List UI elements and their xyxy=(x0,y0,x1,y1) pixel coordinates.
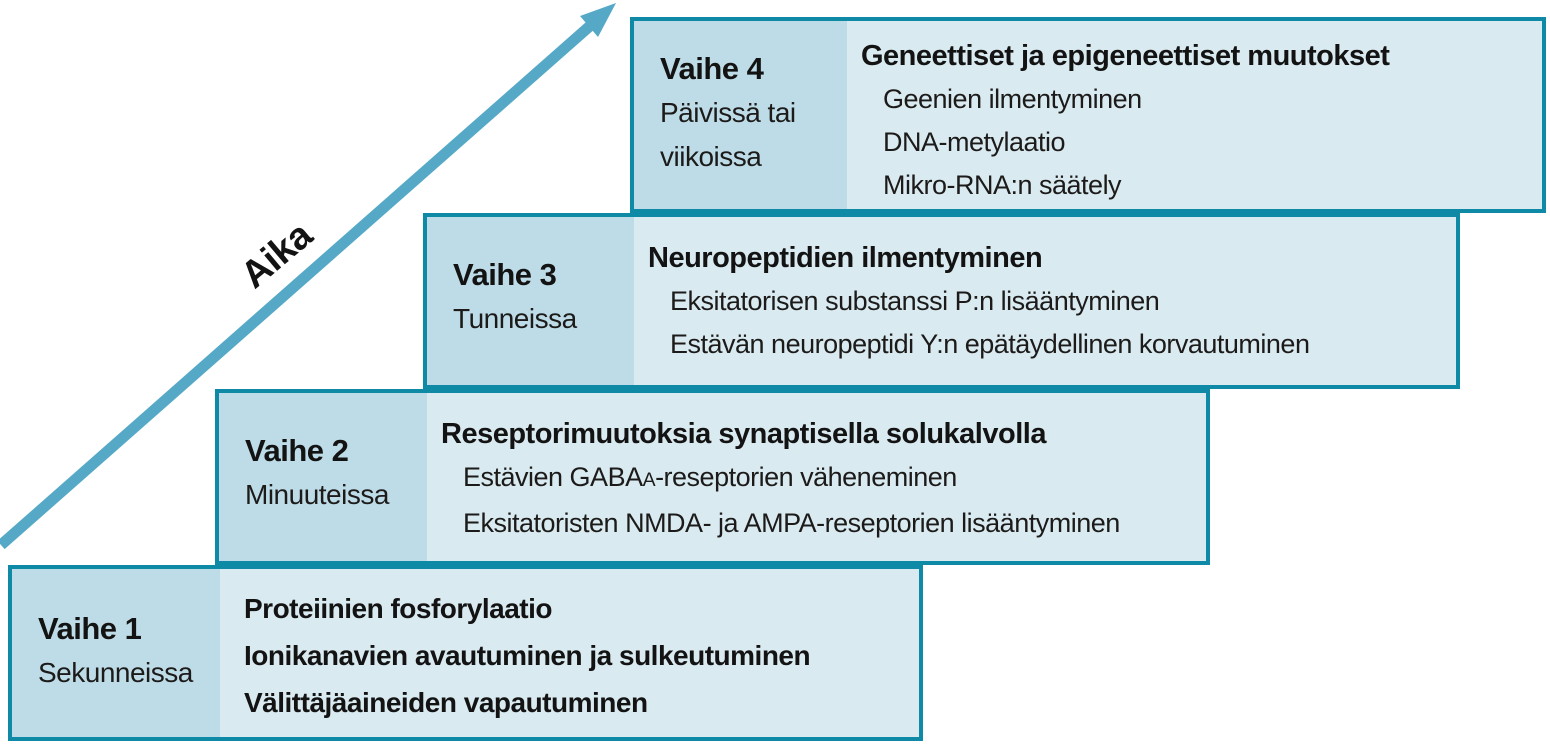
stage-1-name: Vaihe 1 xyxy=(38,611,142,646)
stage-3-title: Neuropeptidien ilmentyminen xyxy=(648,242,1043,274)
stage-box-vaihe-2: Vaihe 2 Minuuteissa Reseptorimuutoksia s… xyxy=(215,389,1210,565)
stage-2-time-scale: Minuuteissa xyxy=(245,479,389,510)
stage-4-item: DNA-metylaatio xyxy=(883,127,1066,157)
stage-1-line: Välittäjäaineiden vapautuminen xyxy=(244,687,648,718)
stage-2-title: Reseptorimuutoksia synaptisella solukalv… xyxy=(441,418,1046,450)
stage-4-time-scale: Päivissä tai viikoissa xyxy=(660,97,796,172)
stage-3-item: Eksitatorisen substanssi P:n lisääntymin… xyxy=(670,286,1160,316)
stage-1-time-scale: Sekunneissa xyxy=(38,657,193,688)
time-axis-label: Aika xyxy=(233,214,321,297)
gaba-subscript-a: A xyxy=(642,469,656,491)
stage-2-item: Eksitatoristen NMDA- ja AMPA-reseptorien… xyxy=(463,508,1120,538)
stage-2-item-text: -reseptorien väheneminen xyxy=(655,462,957,492)
stage-4-content-panel: Geneettiset ja epigeneettiset muutokset … xyxy=(847,21,1542,209)
stage-3-name: Vaihe 3 xyxy=(453,257,557,292)
stage-box-vaihe-3: Vaihe 3 Tunneissa Neuropeptidien ilmenty… xyxy=(423,213,1460,389)
stage-4-item: Mikro-RNA:n säätely xyxy=(883,170,1122,200)
stage-4-label-panel: Vaihe 4 Päivissä tai viikoissa xyxy=(634,21,847,209)
stage-1-line: Proteiinien fosforylaatio xyxy=(244,593,553,624)
stage-1-label-panel: Vaihe 1 Sekunneissa xyxy=(12,569,220,737)
stage-4-item: Geenien ilmentyminen xyxy=(883,84,1142,114)
stage-3-item: Estävän neuropeptidi Y:n epätäydellinen … xyxy=(670,329,1310,359)
stage-3-content-panel: Neuropeptidien ilmentyminen Eksitatorise… xyxy=(634,217,1456,385)
stage-2-name: Vaihe 2 xyxy=(245,433,349,468)
stage-4-title: Geneettiset ja epigeneettiset muutokset xyxy=(861,40,1390,72)
stage-1-line: Ionikanavien avautuminen ja sulkeutumine… xyxy=(244,640,811,671)
stage-2-content-panel: Reseptorimuutoksia synaptisella solukalv… xyxy=(427,393,1206,561)
stage-1-content-panel: Proteiinien fosforylaatio Ionikanavien a… xyxy=(220,569,919,737)
stage-box-vaihe-4: Vaihe 4 Päivissä tai viikoissa Geneettis… xyxy=(630,17,1546,213)
stage-4-name: Vaihe 4 xyxy=(660,51,764,86)
stage-2-item: Estävien GABAA-reseptorien väheneminen xyxy=(441,456,1198,502)
stage-3-label-panel: Vaihe 3 Tunneissa xyxy=(427,217,634,385)
stage-2-item-text: Estävien GABA xyxy=(463,462,643,492)
stage-2-label-panel: Vaihe 2 Minuuteissa xyxy=(219,393,427,561)
stage-box-vaihe-1: Vaihe 1 Sekunneissa Proteiinien fosforyl… xyxy=(8,565,923,741)
stage-3-time-scale: Tunneissa xyxy=(453,303,577,334)
